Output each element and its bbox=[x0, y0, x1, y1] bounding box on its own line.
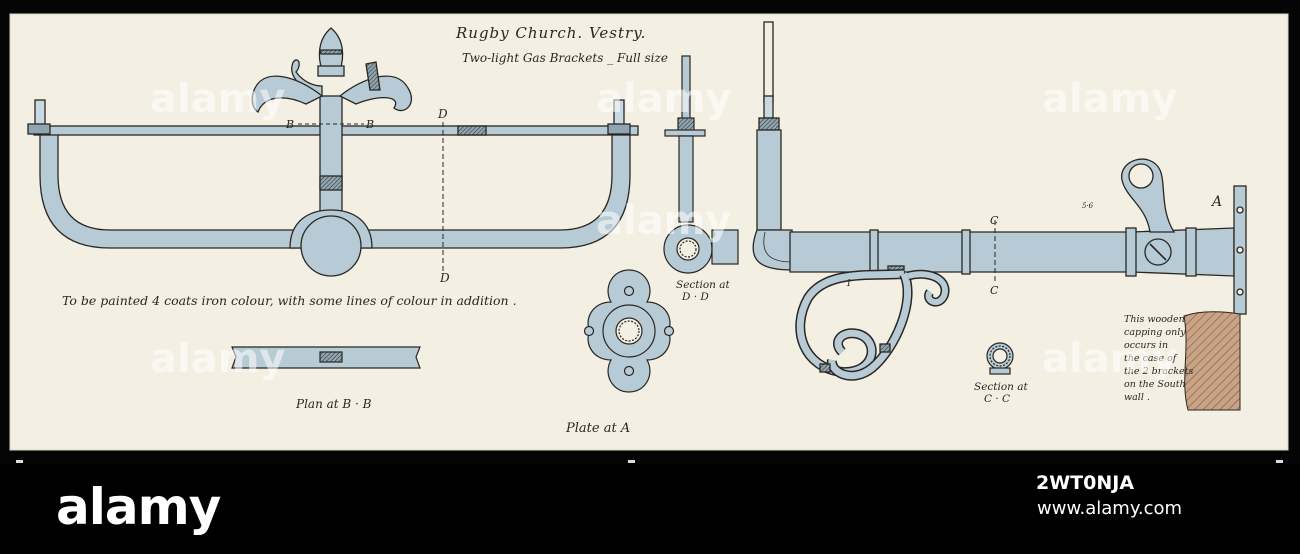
paint-note: To be painted 4 coats iron colour, with … bbox=[62, 293, 517, 308]
watermark: alamy bbox=[596, 76, 731, 122]
label-bb-right: B bbox=[365, 118, 374, 131]
wooden-note-line: This wooden bbox=[1124, 314, 1185, 325]
label-digit-one: 1 bbox=[846, 279, 852, 289]
wooden-note-line: wall . bbox=[1124, 392, 1150, 403]
wooden-note-line: the 2 brackets bbox=[1124, 366, 1193, 377]
wooden-note-line: capping only bbox=[1124, 327, 1186, 338]
wooden-note-line: the case of bbox=[1124, 353, 1178, 364]
label-bb-left: B bbox=[285, 118, 294, 131]
section-dd-label-line1: Section at bbox=[676, 279, 731, 291]
label-c-top: C bbox=[990, 214, 999, 227]
drawing-title: Rugby Church. Vestry. bbox=[455, 24, 646, 42]
drawing-subtitle: Two-light Gas Brackets _ Full size bbox=[462, 51, 668, 65]
label-a-mark: A bbox=[1210, 194, 1222, 210]
label-d-bottom: D bbox=[439, 271, 450, 285]
wooden-capping bbox=[1183, 311, 1241, 411]
image-id: 2WT0NJA bbox=[1036, 472, 1135, 494]
watermark: alamy bbox=[150, 76, 285, 122]
section-dd-drawing bbox=[663, 55, 739, 274]
wooden-note-line: occurs in bbox=[1124, 340, 1168, 351]
alamy-logo: alamy bbox=[56, 478, 221, 536]
edge-tick bbox=[16, 460, 23, 463]
bracket-side-elevation bbox=[752, 21, 1247, 381]
wooden-note: This wooden capping only occurs in the c… bbox=[1124, 314, 1193, 403]
section-cc-label-line1: Section at bbox=[974, 381, 1029, 393]
section-cc-drawing bbox=[986, 342, 1014, 375]
label-d-top: D bbox=[437, 107, 448, 121]
plate-a-drawing bbox=[583, 269, 675, 393]
watermark: alamy bbox=[1042, 336, 1177, 382]
section-cc-label-line2: C · C bbox=[984, 393, 1010, 405]
wooden-note-line: on the South bbox=[1124, 379, 1186, 390]
edge-tick bbox=[1276, 460, 1283, 463]
watermark: alamy bbox=[1042, 76, 1177, 122]
label-c-bottom: C bbox=[990, 284, 999, 297]
plan-bb-drawing bbox=[231, 346, 421, 369]
plate-a-label: Plate at A bbox=[565, 421, 630, 436]
technical-drawing: B B D D Rugby Church. Vestry. Two-light … bbox=[9, 13, 1289, 451]
section-dd-label-line2: D · D bbox=[681, 291, 709, 303]
site-url: www.alamy.com bbox=[1037, 498, 1183, 519]
watermark: alamy bbox=[596, 198, 731, 244]
plan-bb-label: Plan at B · B bbox=[295, 397, 372, 411]
stock-footer-bar: alamy 2WT0NJA www.alamy.com bbox=[0, 464, 1300, 554]
watermark: alamy bbox=[150, 336, 285, 382]
label-small-mark: 5·6 bbox=[1082, 202, 1094, 210]
bracket-front-elevation bbox=[27, 27, 639, 277]
edge-tick bbox=[628, 460, 635, 463]
